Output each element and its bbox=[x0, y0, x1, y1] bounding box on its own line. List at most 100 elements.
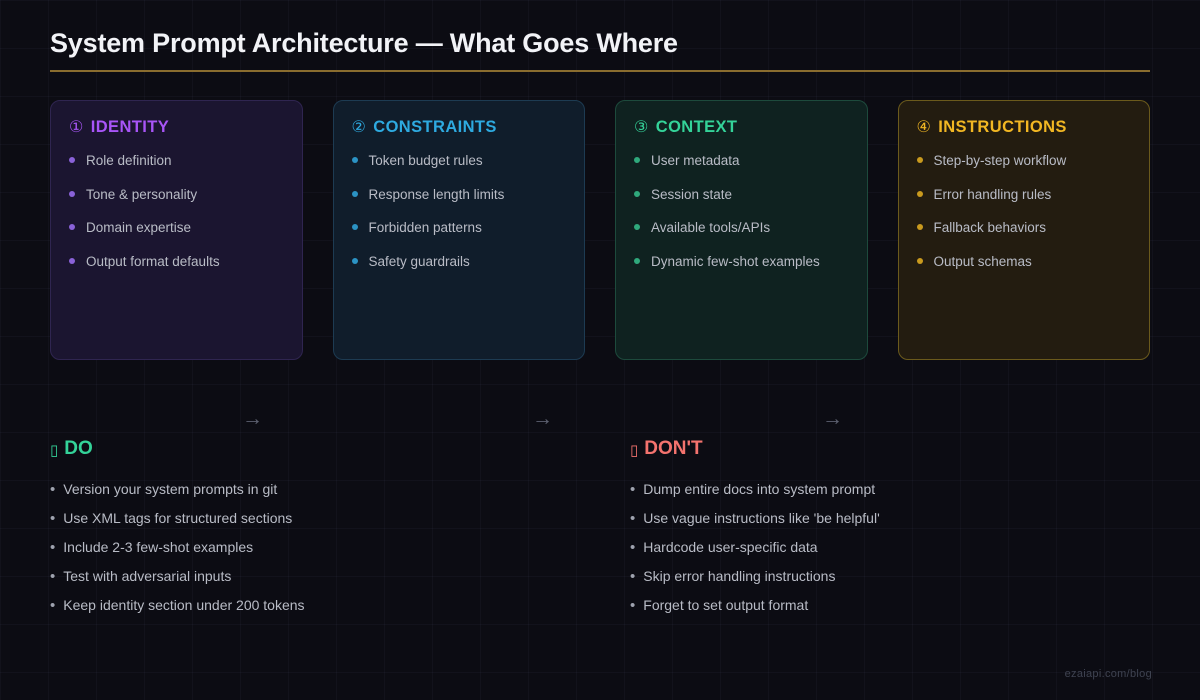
check-badge-icon: ▯ bbox=[50, 440, 59, 459]
card-title: CONSTRAINTS bbox=[373, 117, 497, 136]
title-divider bbox=[50, 70, 1150, 72]
list-item-label: Test with adversarial inputs bbox=[63, 568, 232, 584]
list-item-label: Forget to set output format bbox=[643, 597, 809, 613]
do-list: •Version your system prompts in git•Use … bbox=[50, 482, 570, 613]
bullet-dot-icon bbox=[916, 157, 923, 163]
list-item: Token budget rules bbox=[351, 153, 567, 168]
list-item: Forbidden patterns bbox=[351, 220, 567, 235]
list-item: Session state bbox=[634, 186, 849, 202]
flow-arrow-icon: → bbox=[242, 407, 263, 430]
dont-panel-title: DON'T bbox=[644, 438, 703, 459]
list-item-label: Tone & personality bbox=[86, 186, 198, 202]
list-item-label: Output schemas bbox=[933, 253, 1032, 269]
bullet-dot-icon bbox=[916, 224, 923, 230]
list-item: Safety guardrails bbox=[351, 253, 567, 269]
bullet-icon: • bbox=[50, 539, 56, 556]
list-item: Output schemas bbox=[916, 253, 1132, 269]
list-item: • Dump entire docs into system prompt bbox=[630, 482, 1150, 497]
list-item: Output format defaults bbox=[69, 254, 284, 269]
bullet-icon: • bbox=[50, 510, 56, 527]
circled-number-icon: ① bbox=[69, 119, 84, 136]
list-item: Response length limits bbox=[351, 186, 567, 202]
list-item-label: Hardcode user-specific data bbox=[643, 539, 818, 555]
list-item: • Forget to set output format bbox=[630, 598, 1150, 613]
list-item-label: Step-by-step workflow bbox=[933, 153, 1067, 168]
circled-number-icon: ② bbox=[351, 119, 367, 136]
list-item: • Version your system prompts in git bbox=[50, 482, 570, 497]
bullet-dot-icon bbox=[351, 257, 358, 264]
list-item: Role definition bbox=[69, 154, 284, 168]
bullet-dot-icon bbox=[351, 224, 358, 230]
bullet-icon: • bbox=[50, 568, 56, 585]
flow-arrow-icon: → bbox=[532, 407, 553, 430]
bullet-icon: • bbox=[630, 597, 636, 614]
list-item-label: Safety guardrails bbox=[368, 253, 470, 269]
bullet-dot-icon bbox=[351, 190, 358, 197]
list-item: • Hardcode user-specific data bbox=[630, 540, 1150, 555]
card-header: ① IDENTITY bbox=[69, 117, 284, 137]
list-item-label: Domain expertise bbox=[86, 220, 192, 235]
bullet-dot-icon bbox=[69, 224, 75, 230]
bullet-dot-icon bbox=[69, 157, 75, 163]
bullet-icon: • bbox=[50, 597, 56, 614]
list-item-label: Include 2-3 few-shot examples bbox=[63, 539, 254, 555]
list-item-label: Token budget rules bbox=[368, 153, 483, 168]
list-item-label: User metadata bbox=[651, 153, 740, 168]
list-item: Fallback behaviors bbox=[916, 220, 1132, 235]
card-title: INSTRUCTIONS bbox=[938, 117, 1067, 136]
card-header: ② CONSTRAINTS bbox=[352, 117, 567, 137]
list-item-label: Available tools/APIs bbox=[651, 220, 771, 235]
list-item: •Use vague instructions like 'be helpful… bbox=[630, 511, 1150, 526]
bullet-dot-icon bbox=[351, 157, 358, 163]
list-item-label: Dynamic few-shot examples bbox=[651, 253, 820, 269]
list-item-label: Fallback behaviors bbox=[933, 220, 1047, 235]
list-item: User metadata bbox=[634, 154, 849, 168]
list-item-label: Version your system prompts in git bbox=[63, 481, 278, 497]
list-item: Step-by-step workflow bbox=[916, 153, 1132, 168]
bullet-icon: • bbox=[630, 539, 636, 556]
card-title: IDENTITY bbox=[90, 117, 170, 136]
dont-panel: ▯ DON'T • Dump entire docs into system pr… bbox=[630, 438, 1150, 627]
bullet-dot-icon bbox=[634, 157, 640, 163]
list-item: Dynamic few-shot examples bbox=[634, 253, 849, 269]
bullet-dot-icon bbox=[916, 257, 923, 264]
list-item-label: Session state bbox=[651, 186, 733, 202]
list-item-label: Forbidden patterns bbox=[368, 220, 482, 235]
card-title: CONTEXT bbox=[655, 117, 738, 136]
list-item: • Skip error handling instructions bbox=[630, 569, 1150, 584]
watermark: ezaiapi.com/blog bbox=[1064, 668, 1152, 680]
list-item-label: Skip error handling instructions bbox=[643, 568, 836, 584]
do-panel-header: ▯ DO bbox=[50, 438, 570, 460]
list-item: Domain expertise bbox=[69, 221, 284, 235]
list-item-label: Dump entire docs into system prompt bbox=[643, 481, 876, 497]
dont-panel-header: ▯ DON'T bbox=[630, 438, 1150, 460]
bullet-dot-icon bbox=[634, 224, 640, 230]
page-title: System Prompt Architecture — What Goes W… bbox=[50, 28, 678, 58]
bullet-dot-icon bbox=[916, 190, 923, 197]
list-item: • Include 2-3 few-shot examples bbox=[50, 540, 570, 555]
flow-arrow-icon: → bbox=[822, 407, 843, 430]
do-panel-title: DO bbox=[64, 438, 93, 459]
list-item-label: Response length limits bbox=[368, 186, 505, 202]
bullet-icon: • bbox=[50, 481, 56, 498]
bullet-dot-icon bbox=[69, 190, 75, 197]
bullet-icon: • bbox=[630, 568, 636, 585]
bullet-icon: • bbox=[630, 481, 636, 498]
dont-list: • Dump entire docs into system prompt •Use… bbox=[630, 482, 1150, 613]
bullet-dot-icon bbox=[634, 257, 640, 264]
list-item-label: Error handling rules bbox=[933, 186, 1052, 202]
list-item-label: Role definition bbox=[86, 153, 172, 168]
bullet-icon: • bbox=[630, 510, 636, 527]
do-panel: ▯ DO • Version your system prompts in git… bbox=[50, 438, 570, 627]
